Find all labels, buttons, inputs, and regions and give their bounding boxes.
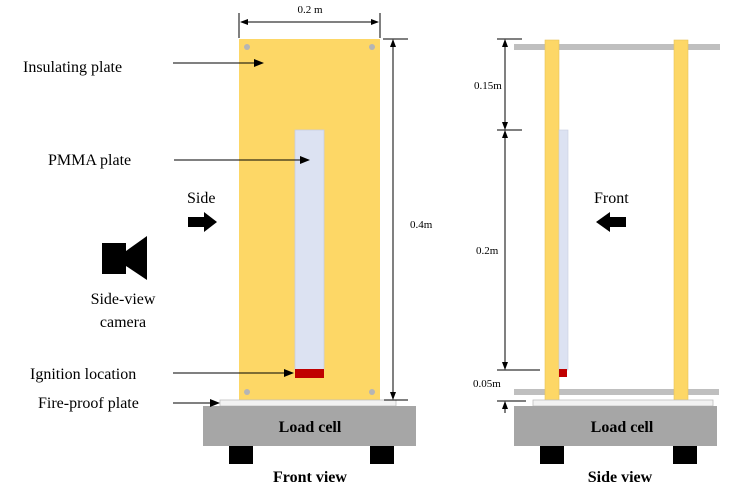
front-label: Front [594, 190, 629, 207]
side-dimensions [497, 38, 540, 413]
dim-top-label: 0.15m [474, 80, 502, 92]
front-view: Load cell Front view 0.2 m 0.4m Insulati… [23, 4, 433, 486]
front-view-title: Front view [273, 469, 347, 486]
pmma-plate-side [558, 129, 569, 371]
screw-icons [244, 44, 375, 395]
insulating-post-back [673, 39, 689, 402]
insulating-post-front [544, 39, 560, 402]
fire-proof-plate [219, 399, 397, 407]
foot [540, 446, 564, 464]
height-dimension [383, 38, 408, 401]
side-label: Side [187, 190, 215, 207]
ignition-strip [295, 369, 324, 378]
load-cell [203, 406, 416, 446]
dim-bottom-label: 0.05m [473, 378, 501, 390]
load-cell-label: Load cell [279, 419, 342, 436]
foot [229, 446, 253, 464]
ignition-strip-side [559, 369, 567, 377]
ignition-location-label: Ignition location [30, 366, 136, 383]
load-cell-side [514, 406, 717, 446]
top-bar [514, 44, 720, 50]
side-direction-arrow-icon [188, 212, 217, 232]
bottom-bar [514, 389, 719, 395]
side-view: Load cell Side view Front 0.15m 0.2m 0.0… [473, 38, 720, 486]
foot [673, 446, 697, 464]
fire-proof-plate-label: Fire-proof plate [38, 395, 139, 412]
camera-label-line1: Side-view [91, 291, 156, 308]
fire-proof-plate-side [532, 399, 714, 407]
pmma-plate-label: PMMA plate [48, 152, 131, 169]
width-dimension [238, 13, 381, 38]
foot [370, 446, 394, 464]
front-direction-arrow-icon [596, 212, 626, 232]
insulating-plate-label: Insulating plate [23, 59, 122, 76]
height-dim-label: 0.4m [410, 219, 433, 231]
load-cell-side-label: Load cell [591, 419, 654, 436]
dim-middle-label: 0.2m [476, 245, 499, 257]
side-view-title: Side view [588, 469, 653, 486]
pmma-plate [294, 129, 325, 371]
camera-label-line2: camera [100, 314, 146, 331]
camera-icon [102, 236, 147, 280]
width-dim-label: 0.2 m [297, 4, 323, 16]
